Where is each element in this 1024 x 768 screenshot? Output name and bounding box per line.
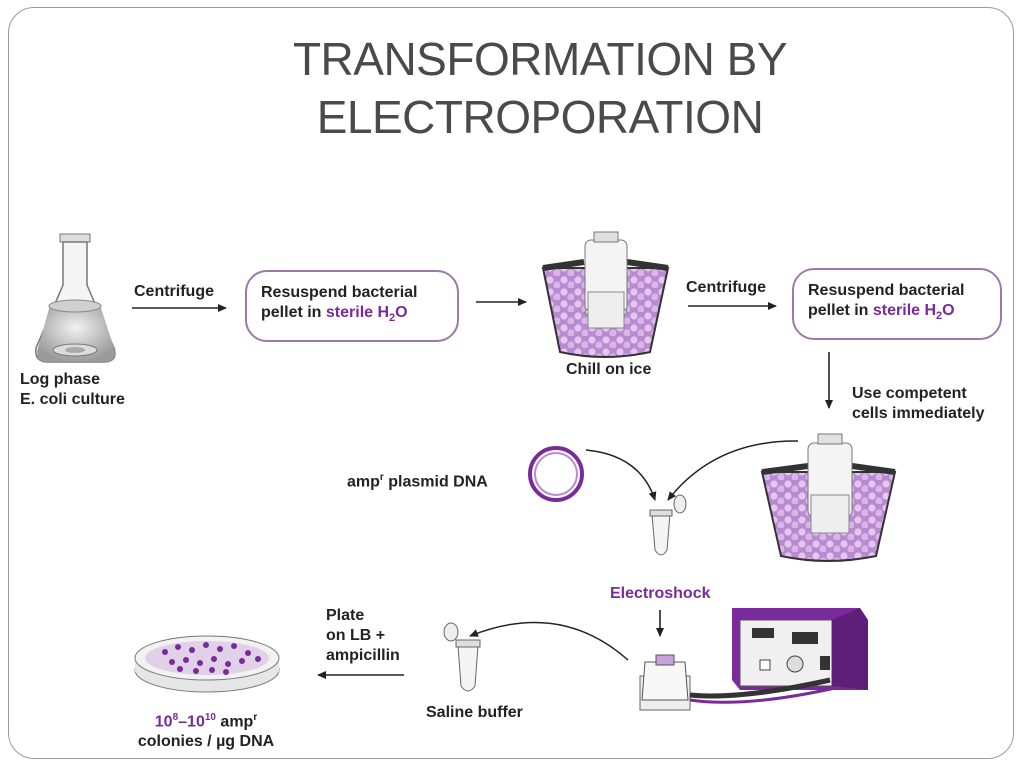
competent-line-2: cells immediately [852, 405, 985, 422]
plasmid-suffix: plasmid DNA [383, 473, 488, 491]
title-line-1: TRANSFORMATION BY [292, 33, 788, 85]
colonies-label: 108–1010 ampr colonies / µg DNA [126, 708, 286, 752]
plasmid-label: ampr plasmid DNA [347, 468, 488, 492]
saline-label: Saline buffer [426, 704, 523, 721]
resuspend-prefix: pellet in [808, 302, 873, 319]
slide-frame [8, 7, 1014, 759]
competent-line-1: Use competent [852, 385, 967, 402]
plate-line-1: Plate [326, 607, 365, 624]
resuspend-box-2: Resuspend bacterial pellet in sterile H2… [792, 268, 1002, 340]
arrow-5 [585, 449, 657, 501]
plasmid-sup: r [379, 472, 384, 483]
resuspend-line-2: pellet in sterile H2O [261, 303, 457, 328]
colonies-e1: 8 [172, 712, 179, 723]
arrow-6 [667, 440, 799, 501]
competent-label: Use competent cells immediately [852, 384, 985, 424]
ice-bucket-icon [760, 433, 897, 562]
electroshock-label: Electroshock [610, 585, 711, 602]
saline-tube-icon [443, 622, 481, 692]
flask-icon [35, 233, 116, 363]
cuvette-icon [639, 654, 691, 711]
plate-line-2: on LB + [326, 627, 386, 644]
cable [689, 686, 836, 704]
chill-label: Chill on ice [566, 361, 652, 378]
resuspend-suffix: O [942, 302, 955, 319]
colonies-e2: 10 [204, 712, 216, 723]
colonies-line-2: colonies / µg DNA [137, 733, 275, 751]
flask-label-line-1: Log phase [20, 371, 101, 388]
resuspend-sub: 2 [389, 312, 396, 325]
resuspend-suffix: O [395, 304, 408, 321]
flask-label-line-2: E. coli culture [20, 391, 125, 408]
cable [689, 677, 831, 699]
colonies-line-1: 108–1010 ampr [126, 708, 286, 732]
resuspend-colored: sterile H [325, 304, 390, 321]
resuspend-sub: 2 [936, 310, 943, 323]
tube-icon [649, 494, 687, 556]
plasmid-icon [528, 446, 584, 502]
resuspend-line-1: Resuspend bacterial [808, 282, 965, 299]
flask-label: Log phase E. coli culture [20, 370, 125, 410]
ice-bucket-icon [541, 231, 670, 358]
centrifuge-label-2: Centrifuge [686, 279, 766, 296]
colonies-n2: 10 [187, 713, 205, 731]
colonies-amp: amp [215, 713, 254, 731]
colonies-dash: – [178, 713, 188, 731]
plasmid-prefix: amp [347, 473, 380, 491]
plate-line-3: ampicillin [326, 647, 400, 664]
plate-label: Plate on LB + ampicillin [326, 606, 400, 666]
resuspend-line-1: Resuspend bacterial [261, 284, 418, 301]
resuspend-box-1: Resuspend bacterial pellet in sterile H2… [245, 270, 459, 342]
slide-title: TRANSFORMATION BY ELECTROPORATION [180, 30, 900, 146]
title-line-2: ELECTROPORATION [316, 91, 764, 143]
electroporator-icon [732, 608, 868, 690]
colonies-sup: r [253, 712, 258, 723]
resuspend-line-2: pellet in sterile H2O [808, 301, 1000, 326]
colonies-n1: 10 [154, 713, 173, 731]
centrifuge-label-1: Centrifuge [134, 283, 214, 300]
resuspend-prefix: pellet in [261, 304, 326, 321]
resuspend-colored: sterile H [872, 302, 937, 319]
petri-dish-icon [134, 635, 280, 693]
arrow-8 [469, 621, 629, 661]
